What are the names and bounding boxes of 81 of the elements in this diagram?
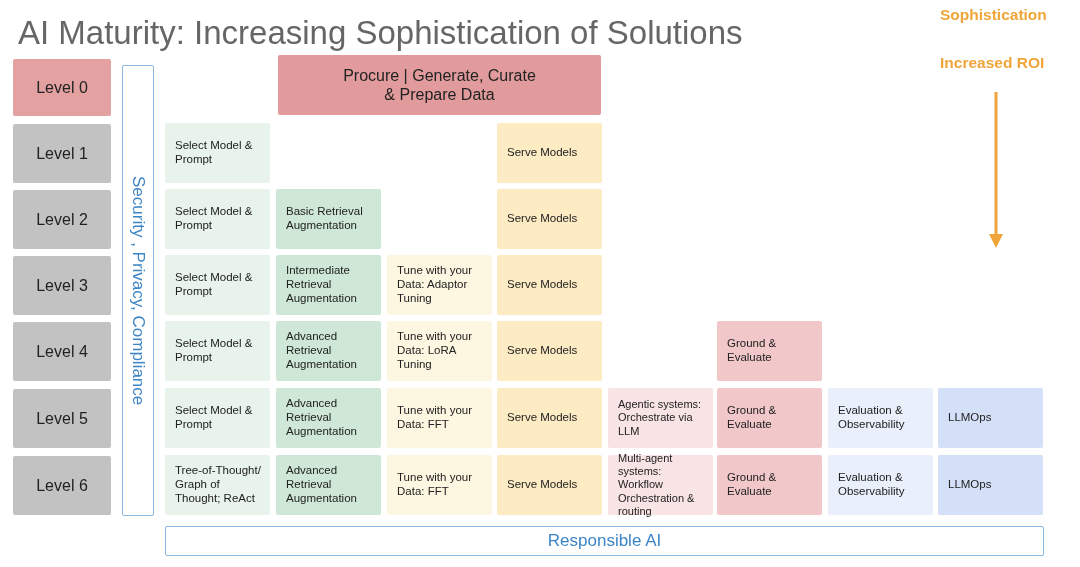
step-box <box>608 388 713 448</box>
step-box <box>276 388 381 448</box>
box-label: Tree-of-Thought/ Graph of Thought; ReAct <box>175 464 262 506</box>
box-label: Level 5 <box>36 408 88 429</box>
box-label: Level 2 <box>36 209 88 230</box>
level-box <box>13 124 111 183</box>
step-box <box>938 455 1043 515</box>
step-box <box>717 455 822 515</box>
box-label: Tune with your Data: FFT <box>397 404 473 432</box>
step-box <box>387 321 492 381</box>
step-box <box>165 455 270 515</box>
box-label: Procure | Generate, Curate & Prepare Data <box>342 65 537 105</box>
box-label: Tune with your Data: LoRA Tuning <box>397 330 473 372</box>
box-label: Serve Models <box>507 212 578 226</box>
box-label: Advanced Retrieval Augmentation <box>286 397 358 439</box>
step-box <box>497 255 602 315</box>
box-label: Level 4 <box>36 341 88 362</box>
box-label: Responsible AI <box>547 530 662 552</box>
box-label: Select Model & Prompt <box>175 271 254 299</box>
data-box <box>278 55 601 115</box>
level-box <box>13 389 111 448</box>
box-label: LLMOps <box>948 478 992 492</box>
step-box <box>717 321 822 381</box>
box-label: Evaluation & Observability <box>838 471 906 499</box>
side-label: Increased ROI <box>940 54 1046 72</box>
level-box <box>13 190 111 249</box>
box-label: Select Model & Prompt <box>175 139 254 167</box>
step-box <box>497 388 602 448</box>
box-label: Select Model & Prompt <box>175 404 254 432</box>
box-label: Level 6 <box>36 475 88 496</box>
box-label: Multi-agent systems: Workflow Orchestration & routing <box>618 452 696 518</box>
step-box <box>717 388 822 448</box>
step-box <box>497 455 602 515</box>
step-box <box>165 123 270 183</box>
level-box <box>13 59 111 116</box>
level-box <box>13 322 111 381</box>
step-box <box>165 388 270 448</box>
step-box <box>165 321 270 381</box>
box-label: Advanced Retrieval Augmentation <box>286 464 358 506</box>
step-box <box>387 455 492 515</box>
level-box <box>13 256 111 315</box>
step-box <box>276 321 381 381</box>
box-label: Select Model & Prompt <box>175 205 254 233</box>
box-label: Agentic systems: Orchestrate via LLM <box>618 398 703 438</box>
box-label: Ground & Evaluate <box>727 404 778 432</box>
box-label: Tune with your Data: FFT <box>397 471 473 499</box>
step-box <box>497 123 602 183</box>
step-box <box>165 255 270 315</box>
step-box <box>497 189 602 249</box>
box-label: Level 3 <box>36 275 88 296</box>
box-label: Ground & Evaluate <box>727 337 778 365</box>
box-label: Select Model & Prompt <box>175 337 254 365</box>
box-label: Serve Models <box>507 278 578 292</box>
step-box <box>276 455 381 515</box>
step-box <box>276 189 381 249</box>
box-label: Level 0 <box>36 77 88 98</box>
box-label: LLMOps <box>948 411 992 425</box>
level-box <box>13 456 111 515</box>
box-label: Advanced Retrieval Augmentation <box>286 330 358 372</box>
side-label: Sophistication <box>940 6 1048 24</box>
box-label: Serve Models <box>507 146 578 160</box>
step-box <box>387 255 492 315</box>
step-box <box>387 388 492 448</box>
box-label: Serve Models <box>507 344 578 358</box>
box-label: Ground & Evaluate <box>727 471 778 499</box>
step-box <box>497 321 602 381</box>
title: AI Maturity: Increasing Sophistication of Solutions <box>18 14 743 52</box>
box-label: Evaluation & Observability <box>838 404 906 432</box>
box-label: Security , Privacy, Compliance <box>128 175 149 406</box>
band-box <box>165 526 1044 556</box>
box-label: Tune with your Data: Adaptor Tuning <box>397 264 473 306</box>
step-box <box>938 388 1043 448</box>
box-label: Serve Models <box>507 411 578 425</box>
step-box <box>608 455 713 515</box>
box-label: Level 1 <box>36 143 88 164</box>
step-box <box>276 255 381 315</box>
box-label: Intermediate Retrieval Augmentation <box>286 264 358 306</box>
band-box <box>122 65 154 516</box>
box-label: Serve Models <box>507 478 578 492</box>
box-label: Basic Retrieval Augmentation <box>286 205 364 233</box>
step-box <box>165 189 270 249</box>
